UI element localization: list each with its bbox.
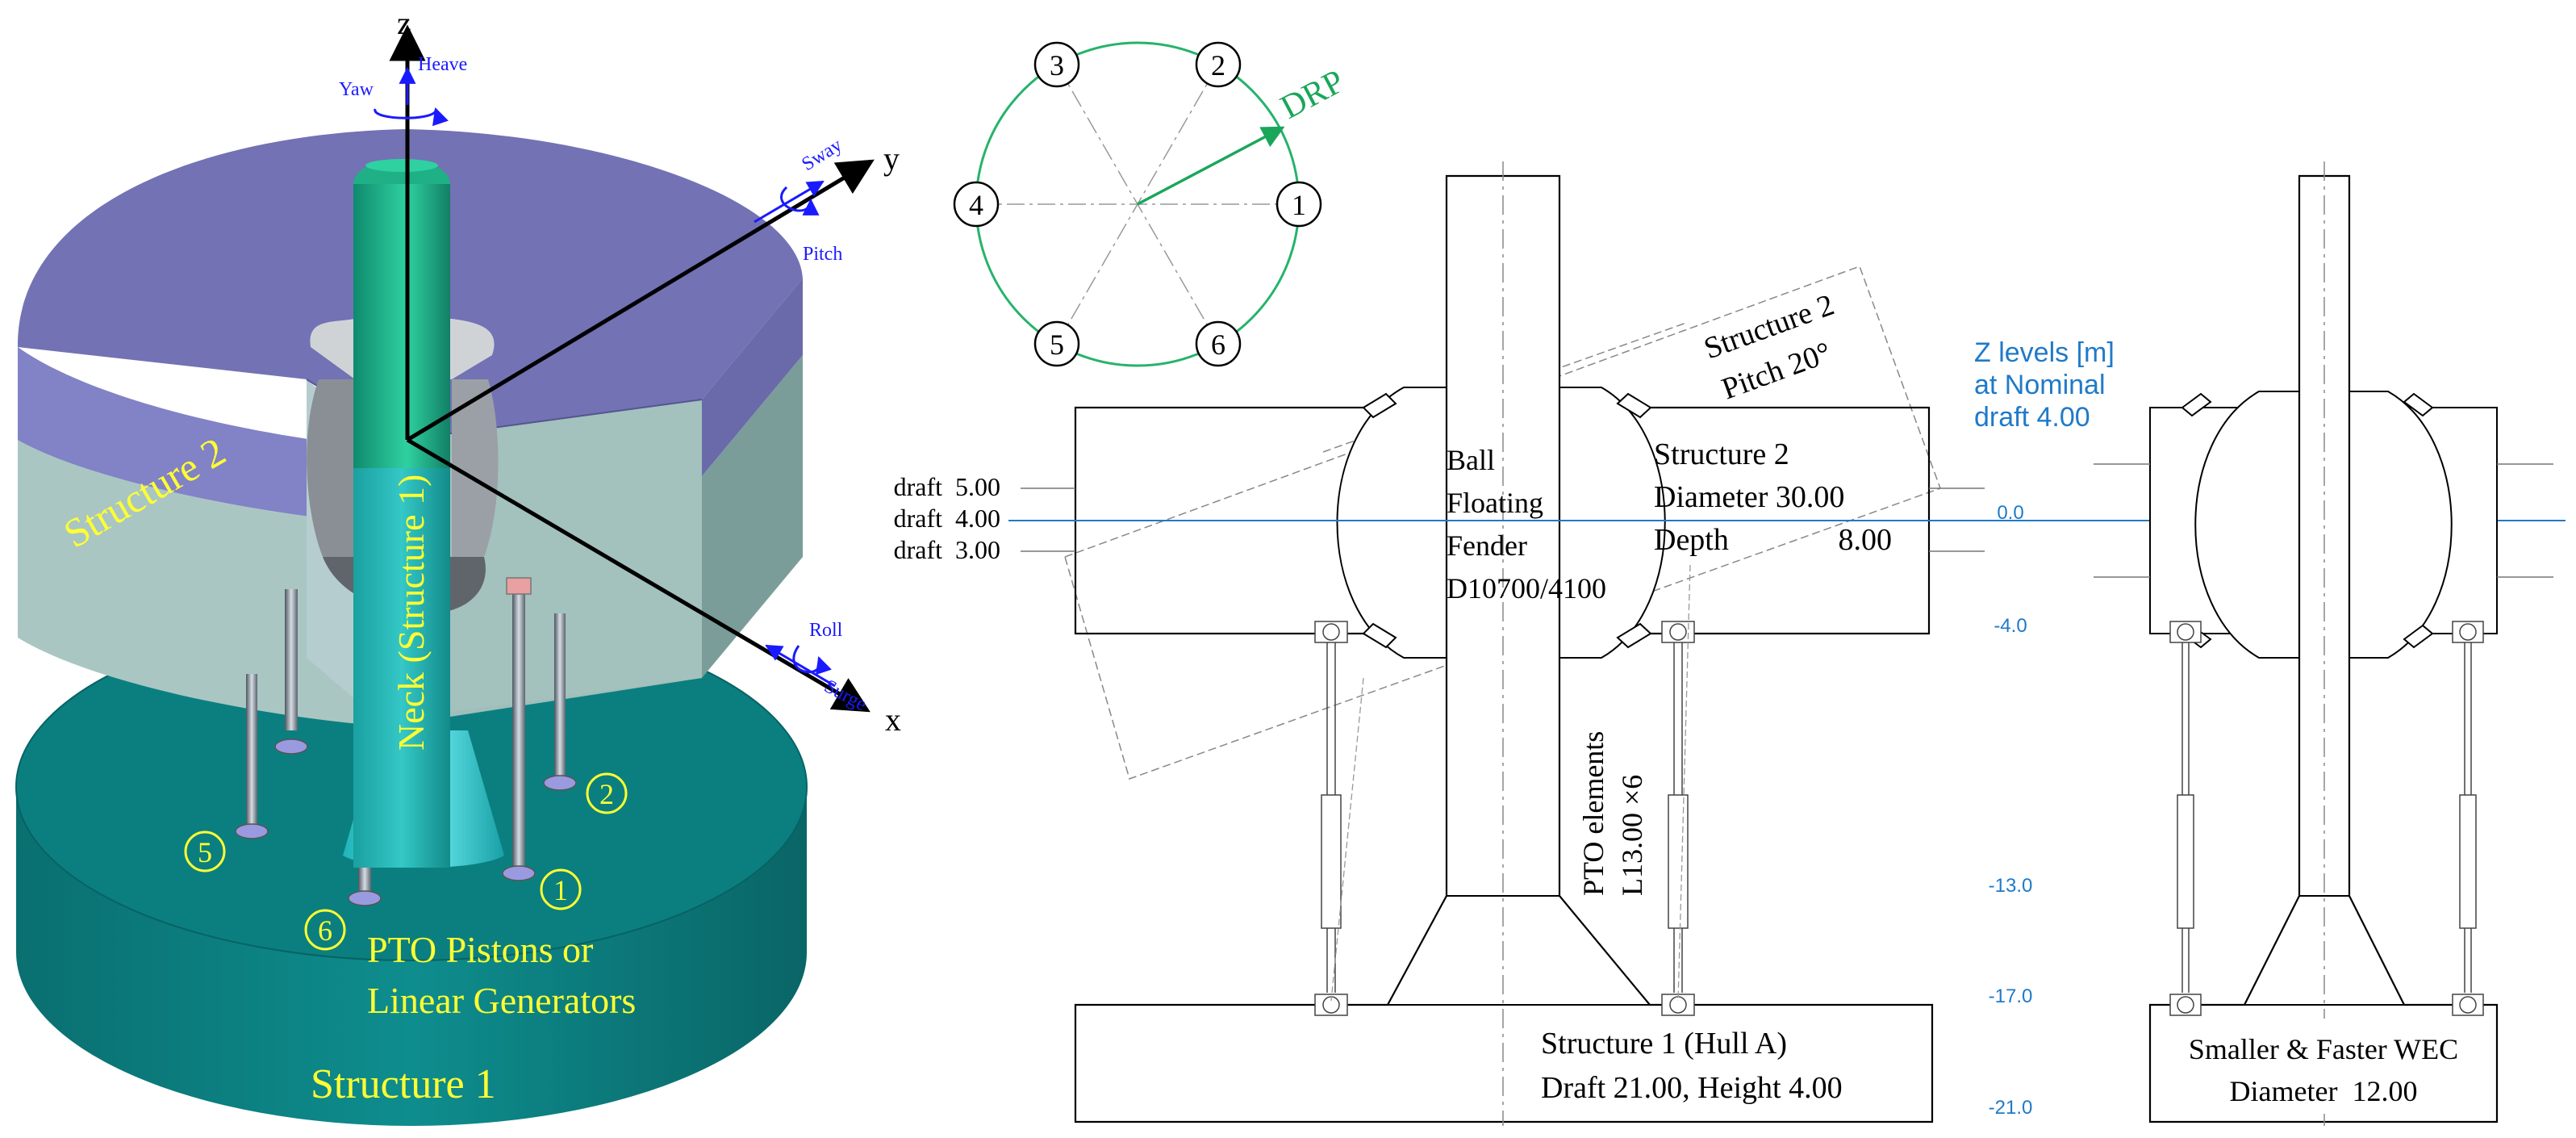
draft-5: draft 5.00 (894, 472, 1000, 501)
label-pto-line2: Linear Generators (367, 980, 636, 1021)
axis-z-label: z (397, 5, 411, 41)
label-neck: Neck (Structure 1) (390, 475, 432, 751)
neck-upper (353, 184, 450, 468)
piston-5-3d: 5 (198, 836, 212, 868)
plan-view: DRP 1 2 3 4 5 6 (953, 41, 1351, 367)
3d-model: z y x Heave Yaw Sway Pitch Roll Surge St… (15, 5, 901, 1126)
draft-3: draft 3.00 (894, 535, 1000, 564)
piston-6-3d: 6 (318, 914, 332, 947)
small-wec-section (2094, 161, 2553, 1126)
ball-label-1: Ball (1447, 444, 1495, 476)
dof-pitch: Pitch (803, 244, 842, 265)
dof-surge: Surge (820, 676, 870, 715)
plan-piston-1: 1 (1292, 189, 1306, 221)
plan-piston-2: 2 (1211, 49, 1225, 82)
draft-4: draft 4.00 (894, 504, 1000, 533)
drp-label: DRP (1275, 63, 1351, 127)
structure2-label: Structure 2 (1654, 437, 1789, 471)
z-levels: Z levels [m] at Nominal draft 4.00 0.0 -… (1974, 337, 2115, 1119)
zlevel-21: -21.0 (1989, 1097, 2033, 1119)
pto-elements-2: L13.00 ×6 (1616, 775, 1648, 896)
structure1-label: Structure 1 (Hull A) (1541, 1027, 1787, 1061)
plan-piston-5: 5 (1050, 328, 1064, 361)
plan-piston-3: 3 (1050, 49, 1064, 82)
zlevel-13: -13.0 (1989, 875, 2033, 897)
ball-label-4: D10700/4100 (1447, 572, 1606, 605)
axis-y-label: y (883, 140, 900, 177)
draft-labels: draft 5.00 draft 4.00 draft 3.00 (894, 472, 1000, 564)
dof-sway: Sway (798, 135, 845, 175)
structure2-depth-label: Depth (1654, 523, 1729, 557)
zlevels-title-3: draft 4.00 (1974, 402, 2090, 433)
dof-roll: Roll (809, 620, 843, 641)
pto-rods-section (1321, 638, 1689, 993)
wec-label-2: Diameter 12.00 (2230, 1075, 2418, 1107)
dof-heave: Heave (418, 54, 467, 75)
ball-label-2: Floating (1447, 487, 1543, 519)
structure2-depth-value: 8.00 (1839, 523, 1893, 557)
label-pto-line1: PTO Pistons or (367, 929, 593, 970)
plan-piston-4: 4 (969, 189, 983, 221)
ball-label-3: Fender (1447, 529, 1527, 562)
structure1-dims: Draft 21.00, Height 4.00 (1541, 1071, 1843, 1105)
zlevels-title-2: at Nominal (1974, 370, 2106, 400)
section-view (1021, 161, 1985, 1126)
zlevel-0: 0.0 (1997, 502, 2023, 524)
zlevels-title-1: Z levels [m] (1974, 337, 2115, 368)
pto-elements-1: PTO elements (1577, 731, 1609, 896)
structure2-diameter: Diameter 30.00 (1654, 480, 1844, 514)
label-structure1-3d: Structure 1 (311, 1061, 496, 1107)
axis-x-label: x (885, 701, 901, 738)
dof-arrows (374, 66, 836, 688)
zlevel-4: -4.0 (1994, 615, 2027, 637)
structure2-upper-side (18, 347, 387, 525)
drp-arrow (1137, 126, 1285, 206)
piston-2-3d: 2 (599, 778, 614, 810)
plan-piston-6: 6 (1211, 328, 1225, 361)
wec-label-1: Smaller & Faster WEC (2189, 1033, 2458, 1065)
neck-lower (353, 468, 450, 868)
piston-1-3d: 1 (553, 874, 568, 906)
zlevel-17: -17.0 (1989, 985, 2033, 1007)
dof-yaw: Yaw (339, 79, 374, 100)
